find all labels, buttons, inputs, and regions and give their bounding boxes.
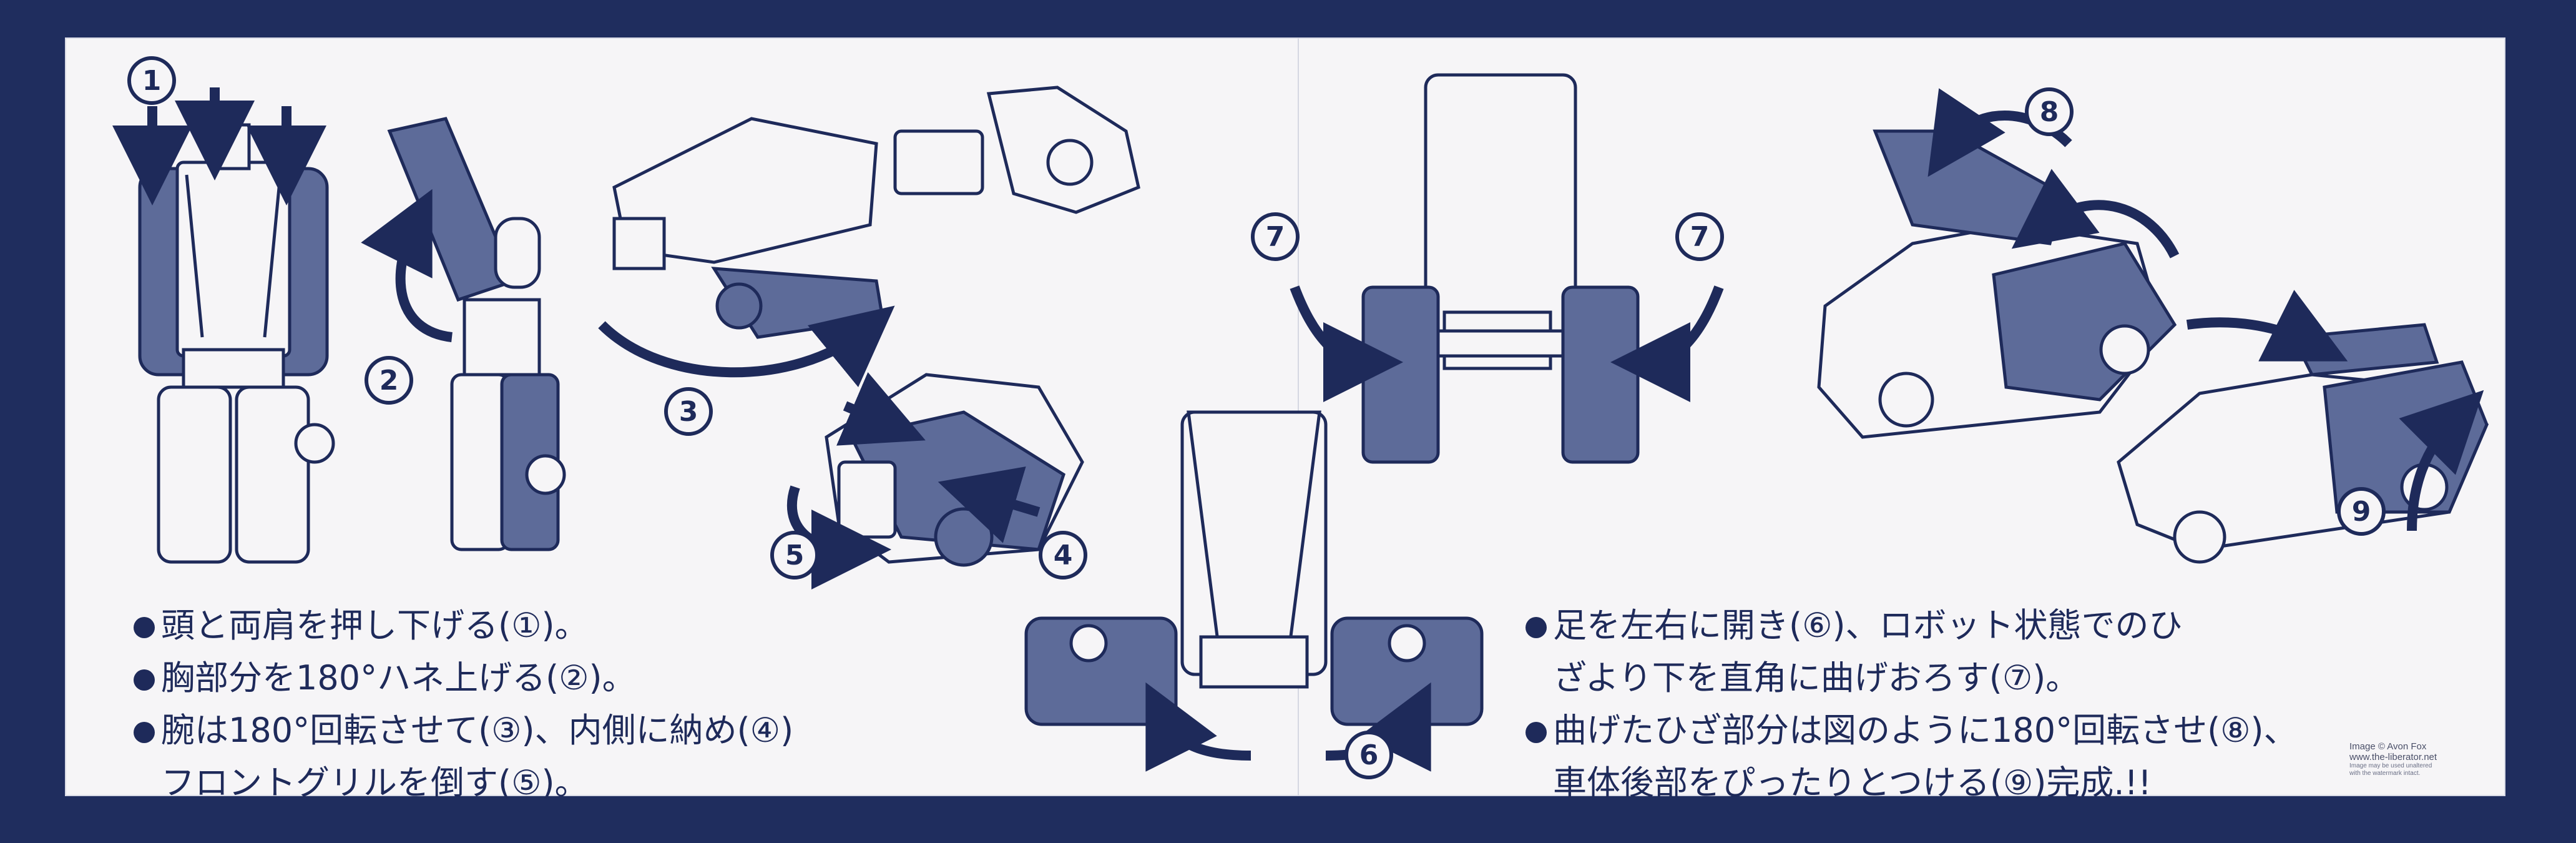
step-badge-5: 5 [770,531,819,579]
instructions-left: 頭と両肩を押し下げる(①)。 胸部分を180°ハネ上げる(②)。 腕は180°回… [134,599,793,809]
step-badge-6: 6 [1344,731,1393,779]
instruction-line: 曲げたひざ部分は図のように180°回転させ(⑧)、 [1526,704,2298,757]
push-down-arrows [112,87,326,205]
instruction-line: 足を左右に開き(⑥)、ロボット状態でのひ [1526,599,2298,652]
step-badge-7-right: 7 [1675,212,1724,261]
instruction-line: 車体後部をぴったりとつける(⑨)完成.!! [1553,763,2152,802]
car-figure-step8 [1817,129,2177,439]
illustrations [112,73,2489,772]
attach-arrows-step9 [2186,290,2484,531]
bullet-icon [134,617,155,639]
instruction-line: 頭と両肩を押し下げる(①)。 [134,599,793,652]
bullet-icon [134,669,155,691]
robot-figure-step1 [138,123,335,564]
bend-arrows-step7 [1290,285,1724,402]
step-badge-3: 3 [664,387,713,436]
step-badge-9: 9 [2337,487,2386,536]
step-badge-7-left: 7 [1251,212,1300,261]
instruction-line: フロントグリルを倒す(⑤)。 [161,763,589,802]
step-badge-4: 4 [1039,531,1087,579]
watermark: Image © Avon Fox www.the-liberator.net I… [2349,741,2437,777]
step-badge-2: 2 [365,356,413,405]
step-badge-1: 1 [127,56,176,105]
robot-figure-step3 [612,86,1140,339]
instruction-line: ざより下を直角に曲げおろす(⑦)。 [1553,658,2080,698]
instruction-line: 腕は180°回転させて(③)、内側に納め(④) [134,704,793,757]
robot-figure-step2 [387,117,566,551]
bullet-icon [1526,722,1547,744]
instruction-line: 胸部分を180°ハネ上げる(②)。 [134,652,793,704]
bullet-icon [134,722,155,744]
rotate-arrow-step2 [361,189,453,342]
instruction-sheet: 1 2 3 4 5 6 7 7 8 9 頭と両肩を押し下げる(①)。 胸部分を1… [65,37,2505,802]
robot-figure-step7 [1361,73,1640,464]
rotate-arrow-step3 [598,305,895,388]
instructions-right: 足を左右に開き(⑥)、ロボット状態でのひ ざより下を直角に曲げおろす(⑦)。 曲… [1526,599,2298,809]
step-badge-8: 8 [2025,87,2074,136]
bullet-icon [1526,617,1547,639]
car-figure-step4 [825,373,1084,567]
